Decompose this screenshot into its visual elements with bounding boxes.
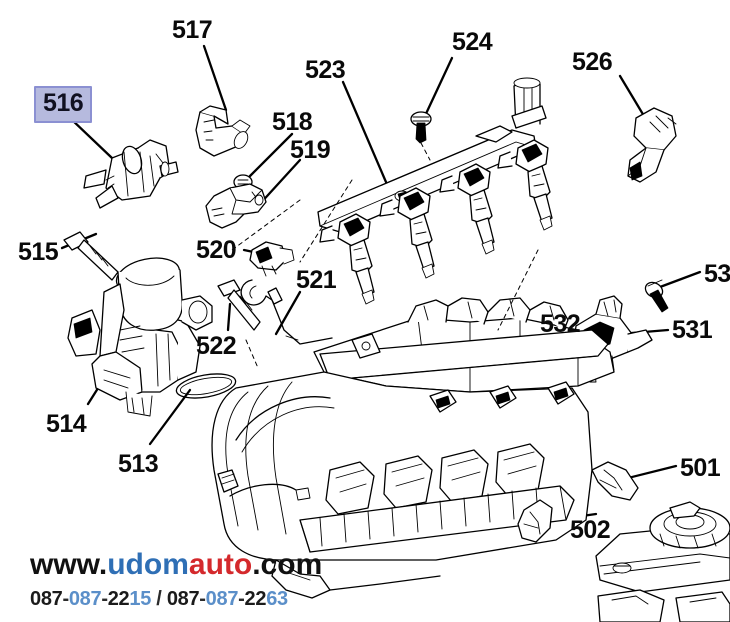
callout-502: 502	[570, 516, 611, 544]
watermark-phone-part: -	[101, 588, 108, 610]
part-522-bolt	[217, 279, 261, 331]
part-516-purge-valve	[83, 139, 179, 209]
manifold-lower-lip	[271, 559, 441, 599]
part-501-seal	[591, 461, 639, 501]
callout-515: 515	[18, 238, 59, 266]
callout-53: 53	[704, 260, 730, 288]
callout-523: 523	[305, 56, 346, 84]
callout-514: 514	[46, 410, 87, 438]
watermark-phone-part: 63	[266, 588, 288, 610]
callout-520: 520	[196, 236, 237, 264]
watermark: www.udomauto.com 087-087-2215 / 087-087-…	[30, 550, 360, 610]
watermark-phone-part: 22	[244, 588, 267, 610]
callout-521: 521	[296, 266, 337, 294]
callout-518: 518	[272, 108, 313, 136]
injector-4	[497, 139, 553, 231]
watermark-url-part: www.	[30, 548, 108, 581]
part-502-seal	[517, 499, 553, 543]
callout-524: 524	[452, 28, 493, 56]
watermark-phone-part: /	[151, 588, 167, 610]
injector-3	[439, 163, 495, 255]
watermark-phone-numbers: 087-087-2215 / 087-087-2263	[30, 589, 360, 609]
watermark-url-part: .com	[252, 548, 323, 581]
part-517-elbow-connector	[195, 105, 251, 157]
watermark-phone-part: 15	[129, 588, 152, 610]
watermark-phone-part: -	[199, 588, 206, 610]
watermark-phone-part: 087	[205, 588, 239, 610]
callout-517: 517	[172, 16, 213, 44]
intake-manifold-body	[211, 297, 615, 561]
part-514-throttle-body	[67, 257, 213, 417]
valve-cover-assembly	[595, 501, 730, 622]
watermark-phone-part: 087	[68, 588, 102, 610]
callout-516-highlighted[interactable]: 516	[34, 86, 93, 123]
watermark-phone-part: -	[238, 588, 245, 610]
watermark-phone-part: 22	[107, 588, 130, 610]
fuel-injectors	[319, 139, 553, 305]
part-526-ignition-coil	[627, 107, 677, 183]
part-524-bolt	[410, 111, 432, 161]
watermark-phone-part: 087	[166, 588, 200, 610]
callout-532: 532	[540, 310, 581, 338]
part-520-sensor	[249, 241, 295, 277]
watermark-url-part: udom	[107, 548, 189, 581]
callout-522: 522	[196, 332, 237, 360]
callout-526: 526	[572, 48, 613, 76]
construction-lines	[231, 179, 539, 369]
injector-2	[379, 187, 435, 279]
part-515-long-bolt	[63, 231, 119, 281]
watermark-url-part: auto	[188, 548, 253, 581]
part-513-o-ring	[175, 373, 237, 399]
callout-519: 519	[290, 136, 331, 164]
injector-1	[319, 213, 375, 305]
part-519-bracket	[205, 183, 267, 229]
callout-513: 513	[118, 450, 159, 478]
callout-501: 501	[680, 454, 721, 482]
watermark-url[interactable]: www.udomauto.com	[30, 550, 360, 580]
watermark-phone-part: 087	[30, 588, 63, 610]
part-530-bolt	[644, 279, 669, 313]
watermark-phone-part: -	[62, 588, 69, 610]
callout-531: 531	[672, 316, 713, 344]
